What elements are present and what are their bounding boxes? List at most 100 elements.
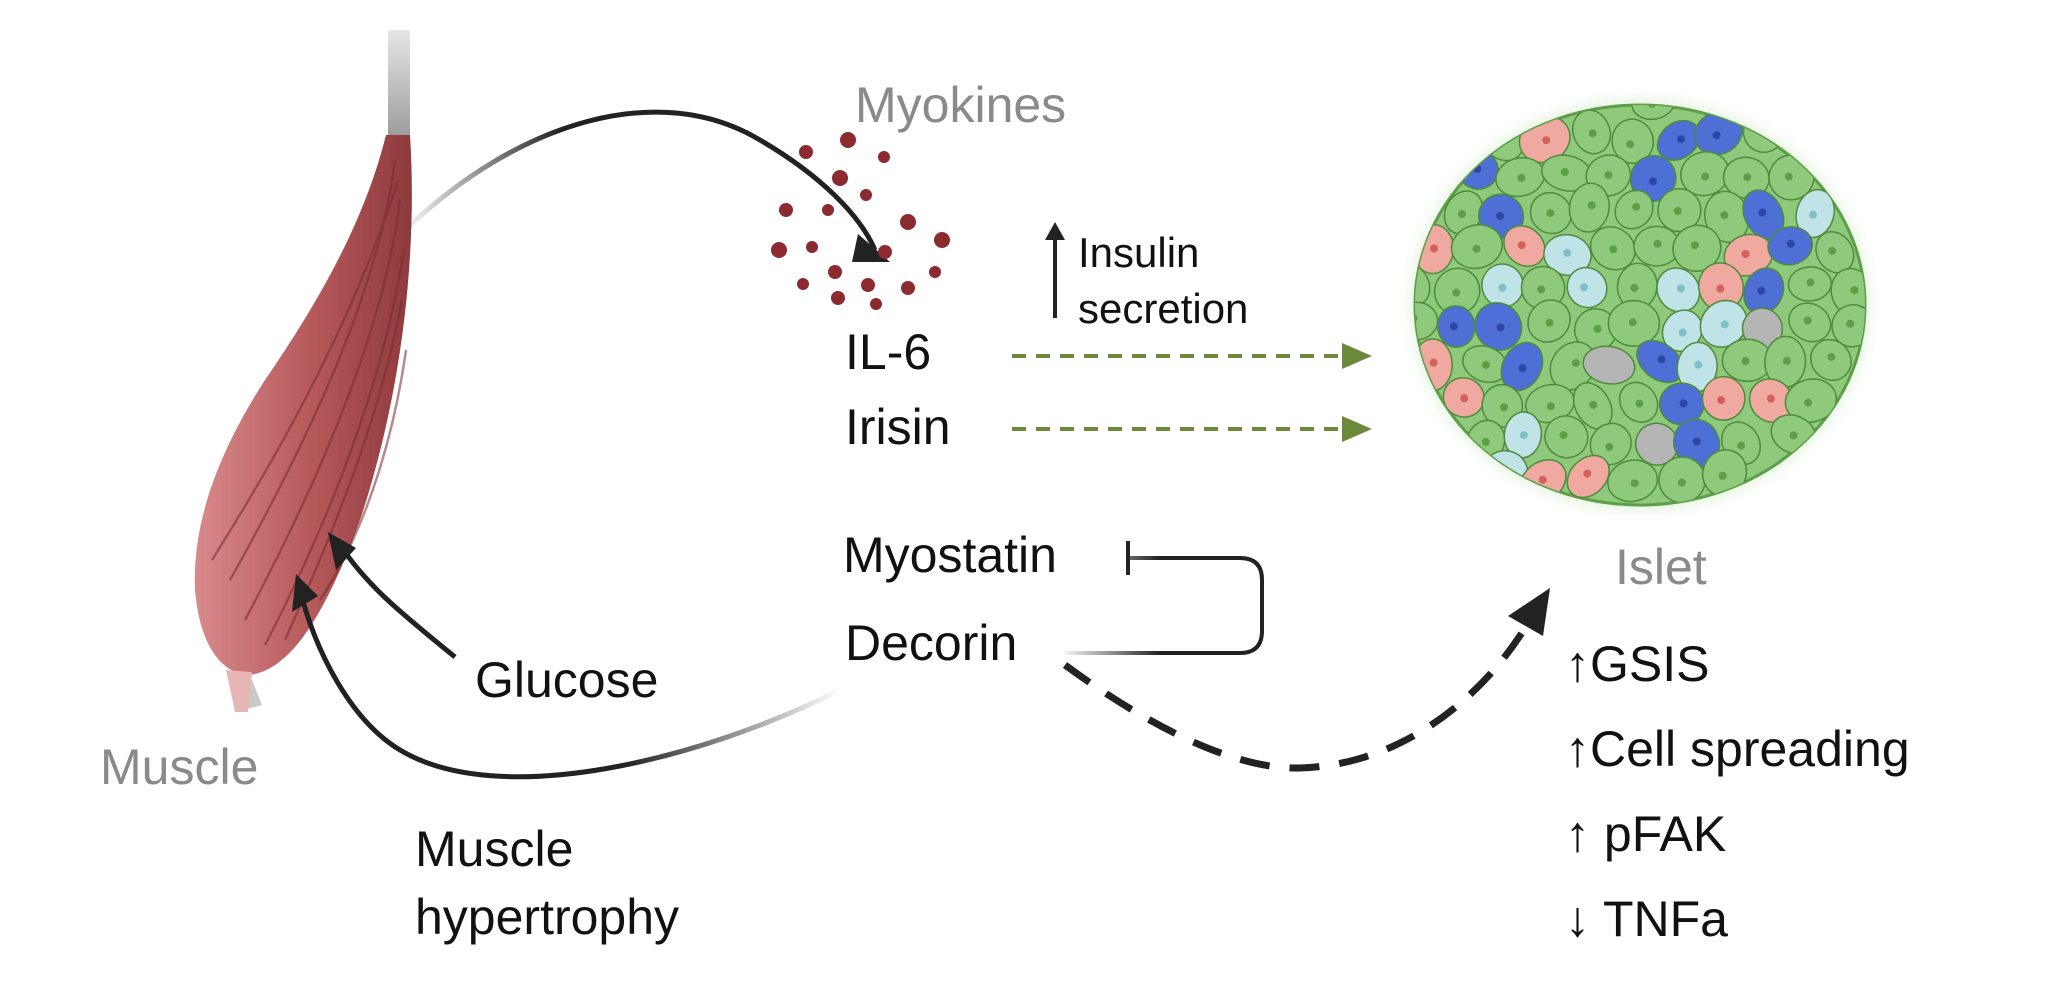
cell-nucleus: [1604, 171, 1613, 180]
muscle-label: Muscle: [100, 739, 259, 795]
effect-text: GSIS: [1590, 636, 1710, 692]
cell-nucleus: [1690, 241, 1699, 250]
cell-nucleus: [1679, 399, 1688, 408]
up-arrow-icon: ↑: [1565, 806, 1590, 862]
cell-nucleus: [1758, 208, 1767, 217]
effect-gsis: ↑GSIS: [1565, 622, 1910, 707]
cell-nucleus: [1692, 437, 1701, 446]
cell-nucleus: [1559, 431, 1568, 440]
cell-nucleus: [1580, 283, 1589, 292]
islet-effects-list: ↑GSIS ↑Cell spreading ↑ pFAK ↓ TNFa: [1565, 622, 1910, 962]
hypertrophy-line1: Muscle: [415, 821, 574, 877]
decorin-islet-arrow: [1062, 626, 1528, 772]
cell-nucleus: [1648, 177, 1657, 186]
cell-nucleus: [1496, 323, 1505, 332]
effect-text: TNFa: [1590, 891, 1728, 947]
cell-nucleus: [1517, 241, 1526, 250]
cell-nucleus: [1472, 244, 1481, 253]
cell-nucleus: [1673, 206, 1682, 215]
cell-nucleus: [1678, 328, 1687, 337]
cell-nucleus: [1481, 437, 1490, 446]
hypertrophy-line2: hypertrophy: [415, 889, 680, 945]
cell-nucleus: [1632, 202, 1641, 211]
cell-nucleus: [1720, 211, 1729, 220]
cell-nucleus: [1563, 248, 1572, 257]
cell-nucleus: [1519, 431, 1528, 440]
effect-cell-spreading: ↑Cell spreading: [1565, 707, 1910, 792]
secretion-arrow: [403, 109, 878, 251]
pancreatic-islet-icon: [1395, 85, 1885, 525]
cell-nucleus: [1452, 288, 1461, 297]
insulin-line1: Insulin: [1078, 229, 1200, 276]
cell-nucleus: [1784, 172, 1793, 181]
cell-nucleus: [1766, 394, 1775, 403]
cell-nucleus: [1588, 129, 1597, 138]
cell-nucleus: [1537, 285, 1546, 294]
cell-nucleus: [1496, 211, 1505, 220]
cell-nucleus: [1517, 173, 1526, 182]
cell-nucleus: [1741, 250, 1750, 259]
cell-nucleus: [1542, 136, 1551, 145]
irisin-islet-arrowhead: [1342, 416, 1372, 442]
cell-nucleus: [1717, 396, 1726, 405]
inhibition-connector: [1065, 556, 1264, 655]
islet-cell: [1630, 105, 1677, 121]
effect-tnfa: ↓ TNFa: [1565, 877, 1910, 962]
myokines-label: Myokines: [855, 77, 1067, 133]
decorin-label: Decorin: [845, 615, 1018, 671]
cell-nucleus: [1457, 209, 1466, 218]
cell-nucleus: [1538, 475, 1547, 484]
up-arrow-icon: ↑: [1565, 721, 1590, 777]
cell-nucleus: [1782, 356, 1791, 365]
cell-nucleus: [1718, 471, 1727, 480]
il6-islet-arrowhead: [1342, 343, 1372, 369]
cell-nucleus: [1647, 105, 1656, 108]
glucose-arrow: [337, 543, 457, 659]
cell-nucleus: [1808, 210, 1817, 219]
cell-nucleus: [1676, 284, 1685, 293]
cell-nucleus: [1803, 316, 1812, 325]
islet-cell: [1582, 345, 1636, 385]
cell-nucleus: [1626, 140, 1635, 149]
cell-nucleus: [1609, 245, 1618, 254]
cell-nucleus: [1630, 479, 1639, 488]
cell-nucleus: [1657, 355, 1666, 364]
cell-nucleus: [1720, 320, 1729, 329]
cell-nucleus: [1449, 322, 1458, 331]
cell-nucleus: [1498, 283, 1507, 292]
cell-nucleus: [1583, 469, 1592, 478]
islet-label: Islet: [1615, 539, 1707, 595]
cell-nucleus: [1737, 441, 1746, 450]
cell-nucleus: [1546, 209, 1555, 218]
cell-nucleus: [1481, 360, 1490, 369]
cell-nucleus: [1546, 402, 1555, 411]
effect-pfak: ↑ pFAK: [1565, 792, 1910, 877]
cell-nucleus: [1741, 357, 1750, 366]
cell-nucleus: [1429, 244, 1438, 253]
cell-nucleus: [1712, 131, 1721, 140]
insulin-line2: secretion: [1078, 285, 1249, 332]
cell-nucleus: [1757, 286, 1766, 295]
cell-nucleus: [1628, 318, 1637, 327]
cell-nucleus: [1560, 167, 1569, 176]
cell-nucleus: [1460, 394, 1469, 403]
cell-nucleus: [1804, 398, 1813, 407]
irisin-label: Irisin: [845, 399, 951, 455]
cell-nucleus: [1677, 478, 1686, 487]
down-arrow-icon: ↓: [1565, 891, 1590, 947]
cell-nucleus: [1789, 431, 1798, 440]
cell-nucleus: [1630, 283, 1639, 292]
myokine-particles-icon: [771, 132, 950, 310]
cell-nucleus: [1743, 173, 1752, 182]
cell-nucleus: [1635, 399, 1644, 408]
hypertrophy-arrowhead: [292, 574, 318, 612]
il6-label: IL-6: [845, 324, 932, 380]
cell-nucleus: [1653, 239, 1662, 248]
cell-nucleus: [1429, 358, 1438, 367]
cell-nucleus: [1716, 284, 1725, 293]
effect-text: Cell spreading: [1590, 721, 1910, 777]
insulin-secretion-label: Insulin secretion: [1078, 225, 1248, 337]
cell-nucleus: [1500, 403, 1509, 412]
